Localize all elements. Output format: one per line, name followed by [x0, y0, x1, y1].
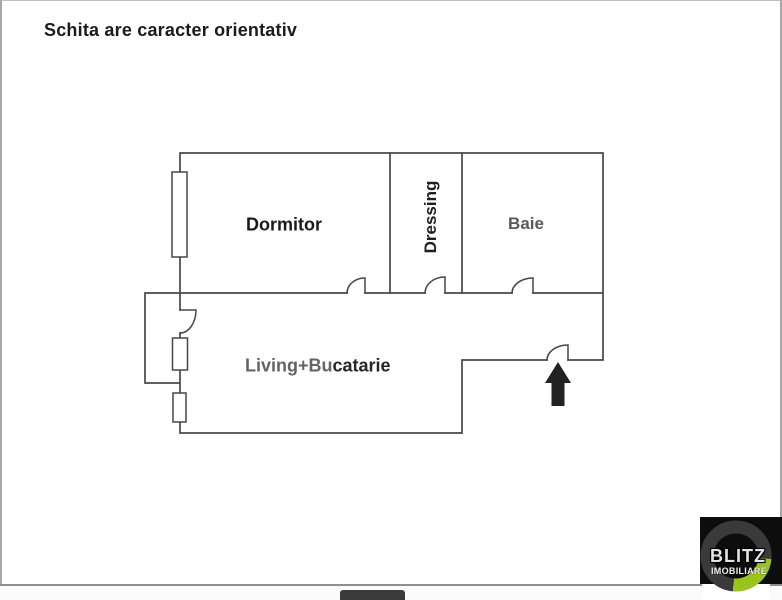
bottom-dark-bar	[340, 590, 405, 600]
logo-white-patch	[702, 584, 770, 600]
room-label-living-gray-part: Living+Bu	[245, 355, 333, 376]
logo-ring-green-arc	[732, 557, 772, 592]
windows	[171, 171, 189, 423]
frame-border-top	[0, 0, 782, 1]
logo-brand-text: BLITZ	[710, 546, 766, 566]
door-arcs	[179, 276, 569, 361]
room-label-living-dark-part: catarie	[332, 355, 391, 376]
frame-border-bottom	[0, 584, 782, 586]
logo-ring-icon	[700, 520, 772, 592]
entrance-arrow	[545, 362, 571, 406]
room-label-dormitor: Dormitor	[246, 214, 322, 235]
window-living-upper	[171, 337, 189, 371]
room-label-living: Living+Bucatarie	[245, 356, 391, 377]
room-label-dressing: Dressing	[421, 180, 440, 254]
logo-ring-dark-arc	[700, 520, 772, 592]
window-dormitor	[171, 171, 188, 258]
walls	[144, 152, 604, 434]
frame-border-left	[0, 0, 2, 585]
window-living-lower	[172, 392, 187, 423]
room-label-baie: Baie	[508, 214, 544, 233]
frame-border-right	[780, 0, 782, 585]
agency-logo: BLITZ IMOBILIARE	[700, 517, 782, 600]
logo-subtitle-text: IMOBILIARE	[711, 566, 767, 576]
disclaimer-text: Schita are caracter orientativ	[44, 20, 298, 40]
